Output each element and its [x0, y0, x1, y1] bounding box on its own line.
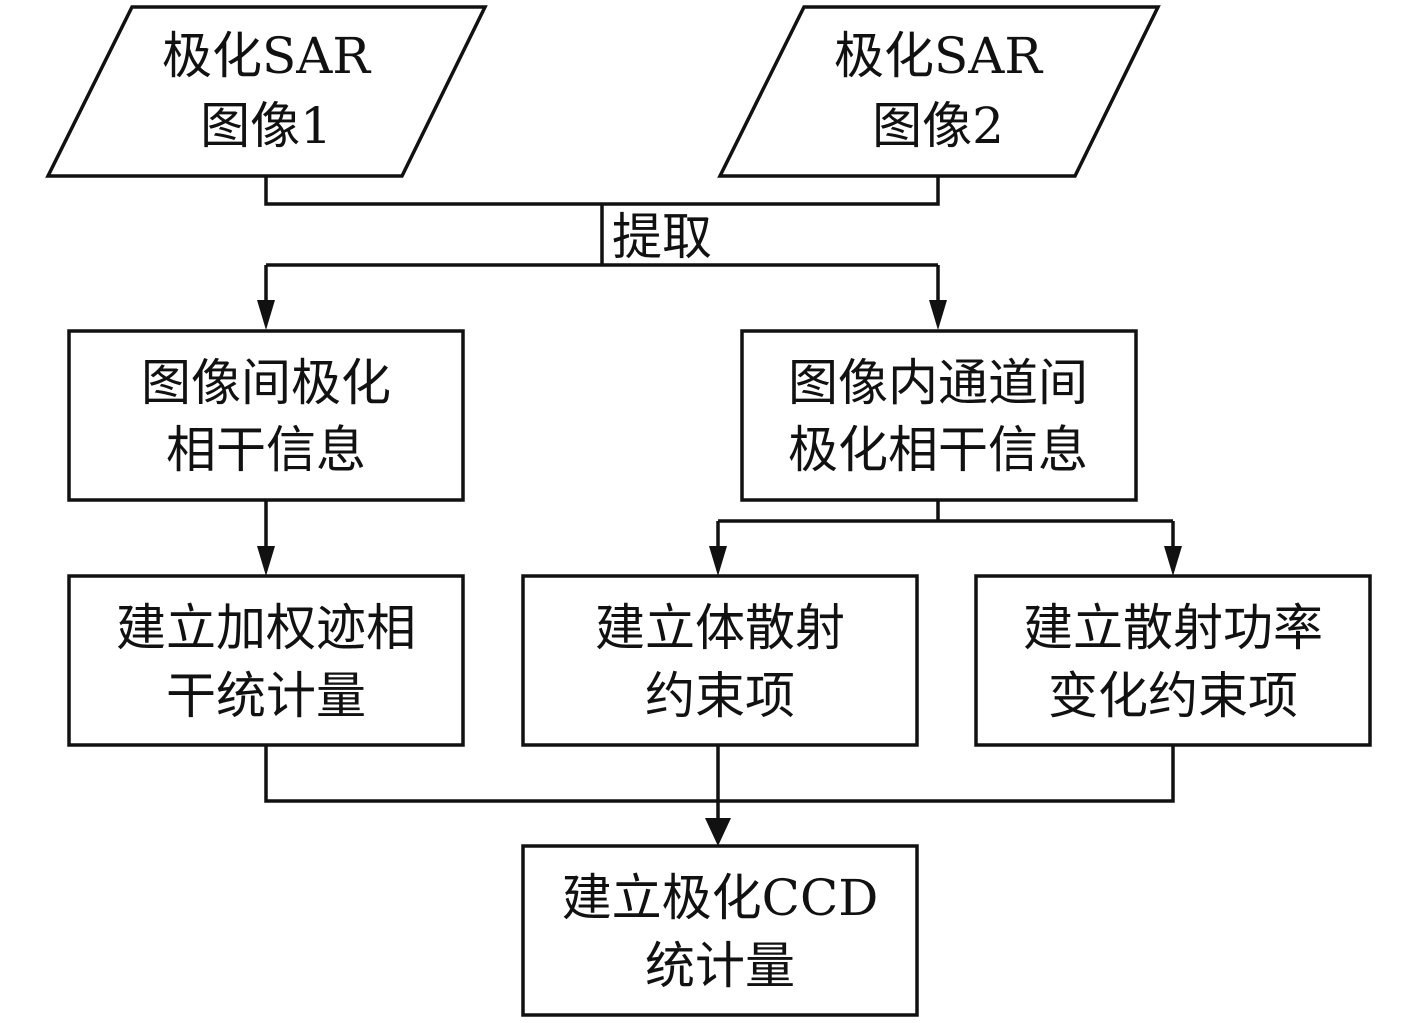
- box-power-change-line2: 变化约束项: [1048, 667, 1298, 725]
- box-weighted-trace-line2: 干统计量: [166, 667, 366, 725]
- arrowhead-inter-image: [257, 300, 275, 330]
- box-volume-scatter-frame: [521, 574, 919, 747]
- box-ccd-line1: 建立极化CCD: [562, 869, 879, 927]
- arrowhead-intra-image: [929, 300, 947, 330]
- input-image2-line1: 极化SAR: [834, 27, 1043, 85]
- box-volume-scatter: 建立体散射 约束项: [521, 574, 919, 747]
- box-inter-image-frame: [67, 329, 465, 502]
- box-intra-image-line2: 极化相干信息: [788, 421, 1088, 479]
- edge-image1-merge: [264, 176, 940, 206]
- input-image1: 极化SAR 图像1: [45, 5, 488, 178]
- input-shape-image1: [45, 5, 488, 178]
- extract-label: 提取: [612, 208, 712, 266]
- box-inter-image-line1: 图像间极化: [141, 354, 391, 412]
- arrowhead-power: [1164, 546, 1182, 576]
- box-power-change-frame: [974, 574, 1372, 747]
- arrowheads: [257, 300, 1182, 846]
- arrowhead-weighted: [257, 546, 275, 576]
- input-image1-line2: 图像1: [200, 97, 332, 155]
- connectors: [264, 176, 1175, 822]
- box-inter-image-line2: 相干信息: [166, 421, 366, 479]
- box-weighted-trace-line1: 建立加权迹相: [116, 599, 416, 657]
- box-ccd-frame: [521, 844, 919, 1017]
- box-weighted-trace-frame: [67, 574, 465, 747]
- arrowhead-ccd: [705, 818, 731, 846]
- box-ccd: 建立极化CCD 统计量: [521, 844, 919, 1017]
- box-volume-scatter-line1: 建立体散射: [595, 599, 845, 657]
- input-shape-image2: [717, 5, 1161, 178]
- arrowhead-volume: [709, 546, 727, 576]
- input-image2: 极化SAR 图像2: [717, 5, 1161, 178]
- input-image2-line2: 图像2: [872, 97, 1004, 155]
- box-inter-image: 图像间极化 相干信息: [67, 329, 465, 502]
- box-intra-image-line1: 图像内通道间: [788, 354, 1088, 412]
- box-ccd-line2: 统计量: [645, 937, 795, 995]
- box-power-change: 建立散射功率 变化约束项: [974, 574, 1372, 747]
- box-intra-image: 图像内通道间 极化相干信息: [740, 329, 1138, 502]
- box-intra-image-frame: [740, 329, 1138, 502]
- input-image1-line1: 极化SAR: [162, 27, 371, 85]
- box-volume-scatter-line2: 约束项: [645, 667, 795, 725]
- box-power-change-line1: 建立散射功率: [1023, 599, 1323, 657]
- box-weighted-trace: 建立加权迹相 干统计量: [67, 574, 465, 747]
